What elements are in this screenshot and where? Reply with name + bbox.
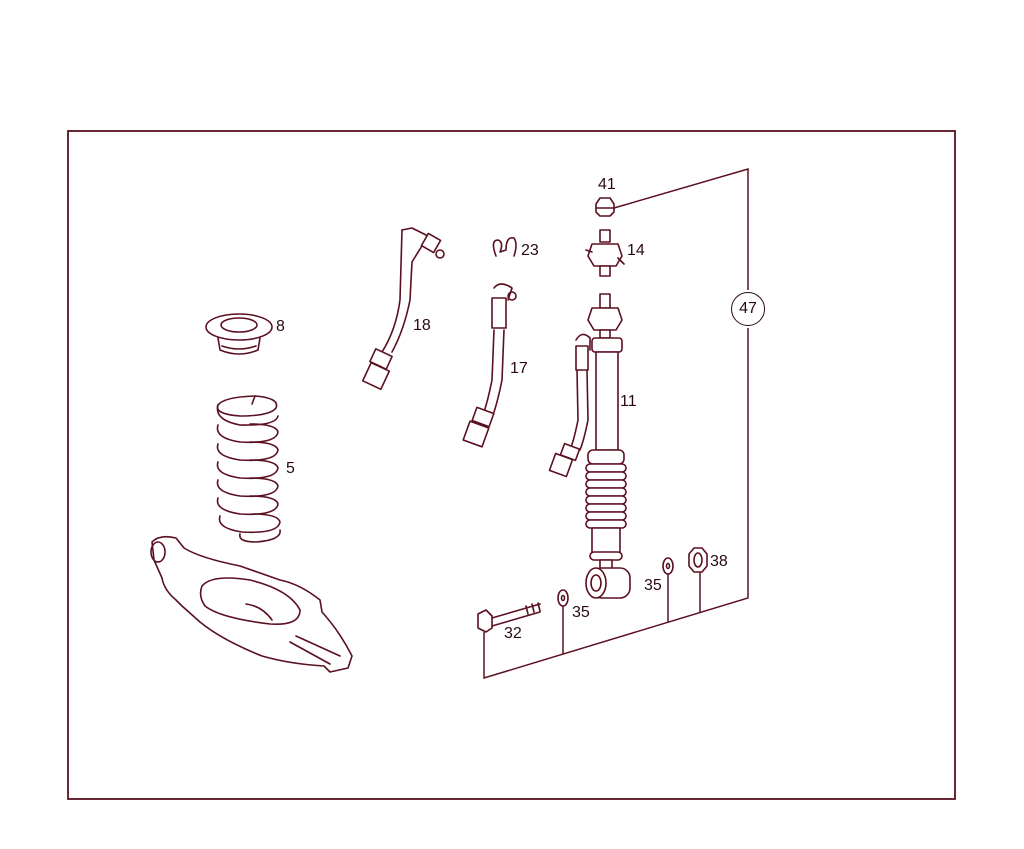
part-label-23: 23 [521, 242, 539, 259]
part-label-38: 38 [710, 553, 728, 570]
part-label-41: 41 [598, 176, 616, 193]
coil-spring-part[interactable] [216, 395, 281, 543]
clip-23-part[interactable] [492, 236, 517, 257]
shock-absorber-11-part[interactable] [548, 293, 631, 599]
nut-38-part[interactable] [688, 547, 708, 573]
bolt-32-part[interactable] [477, 602, 541, 633]
part-label-8: 8 [276, 318, 285, 335]
spring-seat-part[interactable] [205, 313, 273, 355]
washer-35b-part[interactable] [662, 557, 674, 575]
nut-41-part[interactable] [595, 197, 615, 217]
control-arm-part[interactable] [150, 535, 353, 673]
washer-35a-part[interactable] [557, 589, 569, 607]
part-label-17: 17 [510, 360, 528, 377]
group-47-leader-lines [483, 168, 749, 680]
part-label-14: 14 [627, 242, 645, 259]
callout-47[interactable]: 47 [731, 292, 765, 326]
part-label-11: 11 [620, 393, 637, 410]
part-label-35b: 35 [644, 577, 662, 594]
part-label-5: 5 [286, 460, 295, 477]
part-label-35a: 35 [572, 604, 590, 621]
part-label-32: 32 [504, 625, 522, 642]
upper-mount-14-part[interactable] [585, 229, 625, 277]
hydraulic-line-18-part[interactable] [361, 227, 445, 391]
callout-47-label: 47 [739, 300, 757, 317]
hydraulic-line-17-part[interactable] [462, 283, 517, 448]
part-label-18: 18 [413, 317, 431, 334]
diagram-frame [67, 130, 956, 800]
